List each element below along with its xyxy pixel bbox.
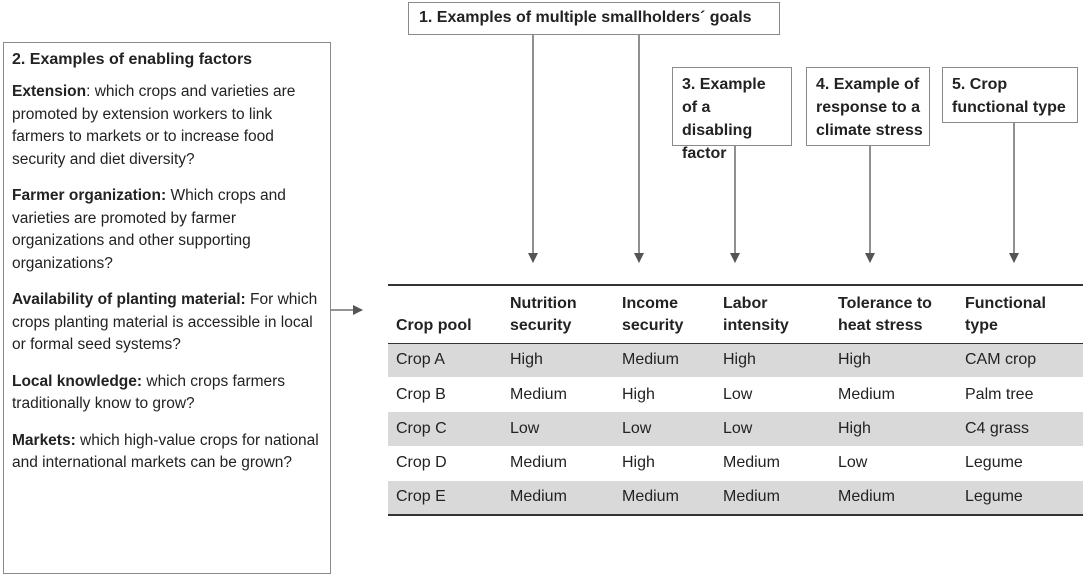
table-row: Crop A High Medium High High CAM crop: [388, 343, 1083, 378]
enabling-factors-title: 2. Examples of enabling factors: [12, 51, 253, 68]
goals-title: 1. Examples of multiple smallholders´ go…: [419, 9, 752, 26]
header-nutrition-security: Nutrition security: [502, 284, 614, 344]
table-row: Crop D Medium High Medium Low Legume: [388, 446, 1083, 480]
table-row: Crop B Medium High Low Medium Palm tree: [388, 377, 1083, 411]
enabling-factors-box: 2. Examples of enabling factors Extensio…: [3, 42, 331, 574]
table-cell: Crop D: [396, 454, 447, 472]
factor-markets: Markets: which high-value crops for nati…: [12, 430, 322, 475]
table-cell: Medium: [830, 480, 957, 516]
table-cell: Medium: [614, 480, 715, 516]
table-cell: CAM crop: [957, 343, 1083, 378]
header-income-security: Income security: [614, 284, 715, 344]
table-cell: Crop C: [388, 411, 502, 447]
factor-text: : which crops and varieties are promoted…: [12, 83, 296, 168]
factor-term: Extension: [12, 83, 87, 100]
table-cell: Medium: [838, 385, 895, 403]
table-cell: High: [622, 454, 655, 472]
header-heat-tolerance: Tolerance to heat stress: [830, 284, 957, 344]
factor-text: which crops farmers traditionally know t…: [12, 372, 286, 413]
table-cell: Low: [715, 411, 830, 447]
table-cell: C4 grass: [957, 411, 1083, 447]
table-cell: Palm tree: [965, 385, 1034, 403]
climate-stress-box: 4. Example of response to a climate stre…: [806, 67, 930, 146]
table-header-row: Crop pool Nutrition security Income secu…: [388, 284, 1083, 344]
table-cell: Legume: [965, 454, 1023, 472]
table-cell: Medium: [502, 480, 614, 516]
factor-term: Farmer organization:: [12, 187, 167, 204]
functional-type-box: 5. Crop functional type: [942, 67, 1078, 123]
disabling-factor-title: 3. Example of a disabling factor: [682, 76, 766, 162]
table-cell: Low: [723, 385, 753, 403]
crop-pool-table: Crop pool Nutrition security Income secu…: [388, 284, 1083, 516]
table-cell: Low: [838, 454, 868, 472]
factor-extension: Extension: which crops and varieties are…: [12, 81, 322, 171]
header-labor-intensity: Labor intensity: [715, 284, 830, 344]
table-cell: High: [502, 343, 614, 378]
table-cell: Medium: [715, 480, 830, 516]
disabling-factor-box: 3. Example of a disabling factor: [672, 67, 792, 162]
table-row: Crop E Medium Medium Medium Medium Legum…: [388, 480, 1083, 516]
table-cell: Crop B: [396, 385, 446, 403]
table-cell: High: [622, 385, 655, 403]
factor-term: Markets:: [12, 431, 76, 449]
table-cell: Crop A: [388, 343, 502, 378]
goals-box: 1. Examples of multiple smallholders´ go…: [408, 2, 780, 35]
table-cell: Medium: [510, 454, 567, 472]
table-cell: Low: [614, 411, 715, 447]
factor-text: For which crops planting material is acc…: [12, 291, 318, 353]
table-cell: Low: [502, 411, 614, 447]
functional-type-title: 5. Crop functional type: [952, 76, 1066, 116]
factor-text: Which crops and varieties are promoted b…: [12, 187, 286, 272]
factor-local-knowledge: Local knowledge: which crops farmers tra…: [12, 371, 322, 416]
header-crop-pool: Crop pool: [388, 284, 502, 344]
table-cell: Crop E: [388, 480, 502, 516]
factor-term: Local knowledge:: [12, 372, 143, 390]
table-cell: Medium: [614, 343, 715, 378]
table-cell: Medium: [723, 454, 780, 472]
factor-planting-material: Availability of planting material: For w…: [12, 289, 322, 357]
table-cell: High: [830, 343, 957, 378]
factor-text: which high-value crops for national and …: [12, 431, 319, 472]
table-cell: High: [715, 343, 830, 378]
factor-farmer-organization: Farmer organization: Which crops and var…: [12, 185, 322, 275]
table-cell: High: [830, 411, 957, 447]
climate-stress-title: 4. Example of response to a climate stre…: [816, 76, 923, 139]
table-cell: Legume: [957, 480, 1083, 516]
header-functional-type: Functional type: [957, 284, 1083, 344]
factor-term: Availability of planting material:: [12, 291, 246, 308]
table-row: Crop C Low Low Low High C4 grass: [388, 411, 1083, 447]
table-cell: Medium: [510, 385, 567, 403]
